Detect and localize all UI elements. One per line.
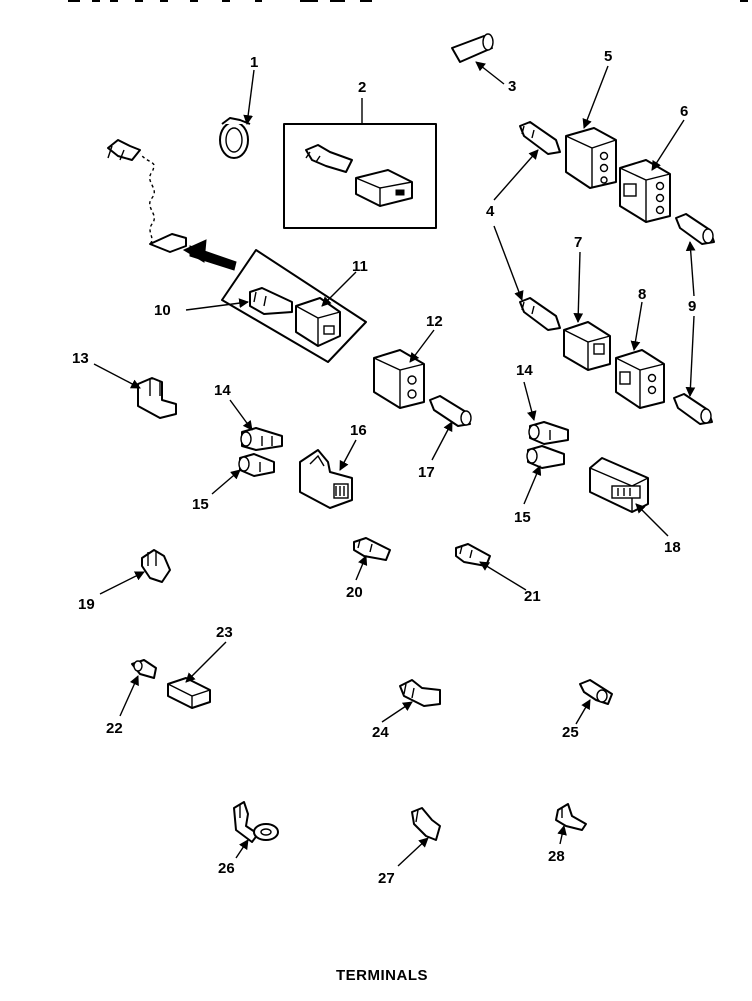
callout-19: 19: [78, 596, 95, 613]
part-8-housing: [615, 301, 665, 409]
part-21-terminal: [455, 543, 527, 591]
part-22-terminal: [119, 659, 157, 717]
part-5-housing: [565, 65, 617, 189]
callout-14-right: 14: [516, 362, 533, 379]
part-14-15-terminals-right: [523, 381, 569, 505]
callout-15-right: 15: [514, 509, 531, 526]
callout-14-left: 14: [214, 382, 231, 399]
part-27-terminal: [397, 807, 441, 867]
callout-7: 7: [574, 234, 582, 251]
part-14-15-terminals-left: [211, 399, 283, 495]
part-9-pins: [673, 213, 715, 425]
part-6-housing: [619, 119, 685, 223]
callout-5: 5: [604, 48, 612, 65]
callout-1: 1: [250, 54, 258, 71]
callout-23: 23: [216, 624, 233, 641]
callout-26: 26: [218, 860, 235, 877]
part-26-ring-terminal: [233, 801, 279, 859]
part-18-housing: [589, 457, 669, 537]
part-2-kit-box: [283, 98, 437, 229]
part-17-pin: [429, 395, 472, 461]
part-10-11-panel: [185, 249, 367, 363]
diagram-caption: TERMINALS: [336, 967, 428, 984]
part-19-clip: [99, 549, 171, 595]
part-25-terminal: [575, 679, 613, 725]
callout-4: 4: [486, 203, 495, 220]
callout-3: 3: [508, 78, 516, 95]
callout-10: 10: [154, 302, 171, 319]
part-4-pins: [493, 121, 561, 331]
part-3-sleeve: [451, 33, 505, 85]
wire-harness: [107, 139, 237, 271]
part-24-terminal: [381, 679, 441, 723]
callout-27: 27: [378, 870, 395, 887]
part-28-terminal: [555, 803, 587, 845]
part-1-clamp: [219, 69, 255, 159]
part-23-housing: [167, 641, 227, 709]
part-7-housing: [563, 251, 611, 371]
callout-16: 16: [350, 422, 367, 439]
callout-20: 20: [346, 584, 363, 601]
callout-21: 21: [524, 588, 541, 605]
callout-13: 13: [72, 350, 89, 367]
callout-22: 22: [106, 720, 123, 737]
callout-18: 18: [664, 539, 681, 556]
callout-8: 8: [638, 286, 646, 303]
callout-17: 17: [418, 464, 435, 481]
callout-2: 2: [358, 79, 366, 96]
part-16-housing: [299, 439, 357, 509]
callout-25: 25: [562, 724, 579, 741]
callout-12: 12: [426, 313, 443, 330]
part-20-terminal: [353, 537, 391, 581]
callout-6: 6: [680, 103, 688, 120]
callout-28: 28: [548, 848, 565, 865]
callout-24: 24: [372, 724, 389, 741]
callout-labels: 1 2 3 4 5 6 7 8 9 10 11 12 13 14 15 16 1…: [72, 48, 696, 887]
part-13-bracket: [93, 363, 177, 419]
part-12-housing: [373, 329, 435, 409]
callout-15-left: 15: [192, 496, 209, 513]
callout-9: 9: [688, 298, 696, 315]
callout-11: 11: [352, 258, 368, 275]
